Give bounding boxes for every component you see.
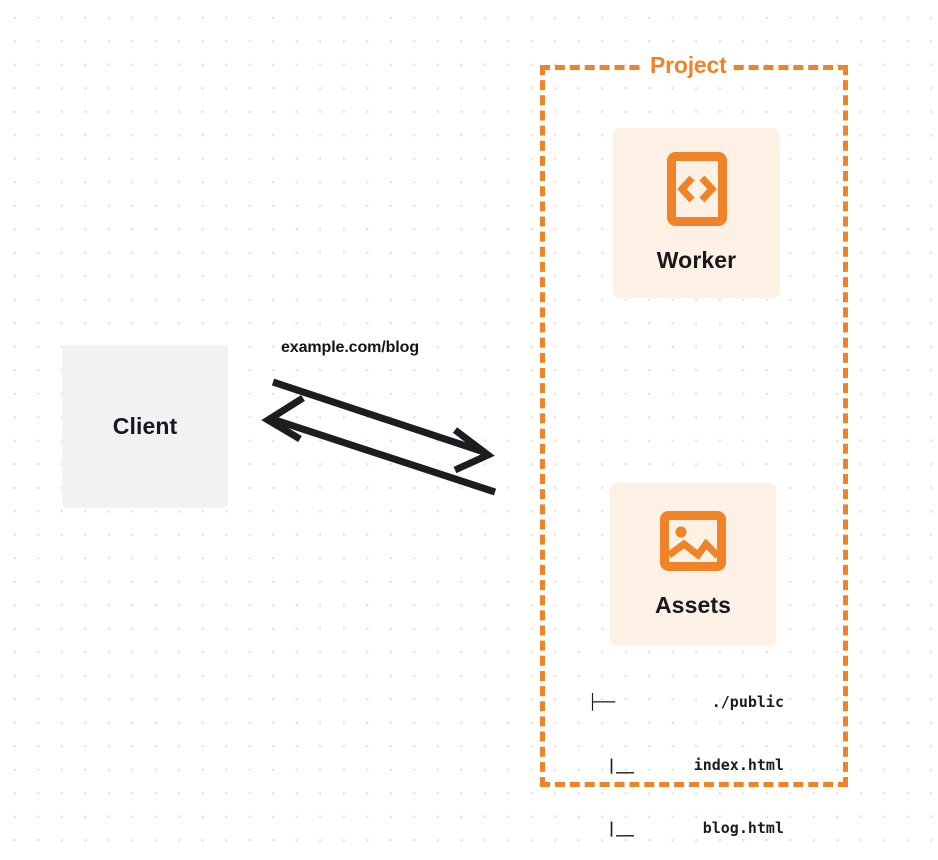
worker-node: Worker xyxy=(613,128,780,298)
project-title: Project xyxy=(644,52,733,78)
connection-url-label: example.com/blog xyxy=(281,339,419,356)
file-tree-branch: |__ xyxy=(607,756,635,774)
file-tree-row: |__ blog.html xyxy=(588,818,784,839)
file-tree-file-name: blog.html xyxy=(702,819,784,837)
response-arrow xyxy=(261,395,497,496)
client-node: Client xyxy=(62,345,228,508)
file-tree-row: |__ index.html xyxy=(588,755,784,776)
file-tree-branch: ├── xyxy=(588,693,616,711)
assets-label: Assets xyxy=(654,591,732,618)
file-tree-file-name: index.html xyxy=(693,756,784,774)
client-label: Client xyxy=(112,413,178,439)
code-file-icon xyxy=(666,152,727,231)
request-arrow xyxy=(271,378,495,474)
assets-file-tree: ├── ./public |__ index.html |__ blog.htm… xyxy=(588,650,784,860)
file-tree-root-label: ./public xyxy=(711,693,784,711)
worker-label: Worker xyxy=(656,247,737,273)
file-tree-branch: |__ xyxy=(607,819,635,837)
assets-node: Assets xyxy=(610,483,776,646)
file-tree-row: ├── ./public xyxy=(588,692,784,713)
image-icon xyxy=(660,510,726,576)
